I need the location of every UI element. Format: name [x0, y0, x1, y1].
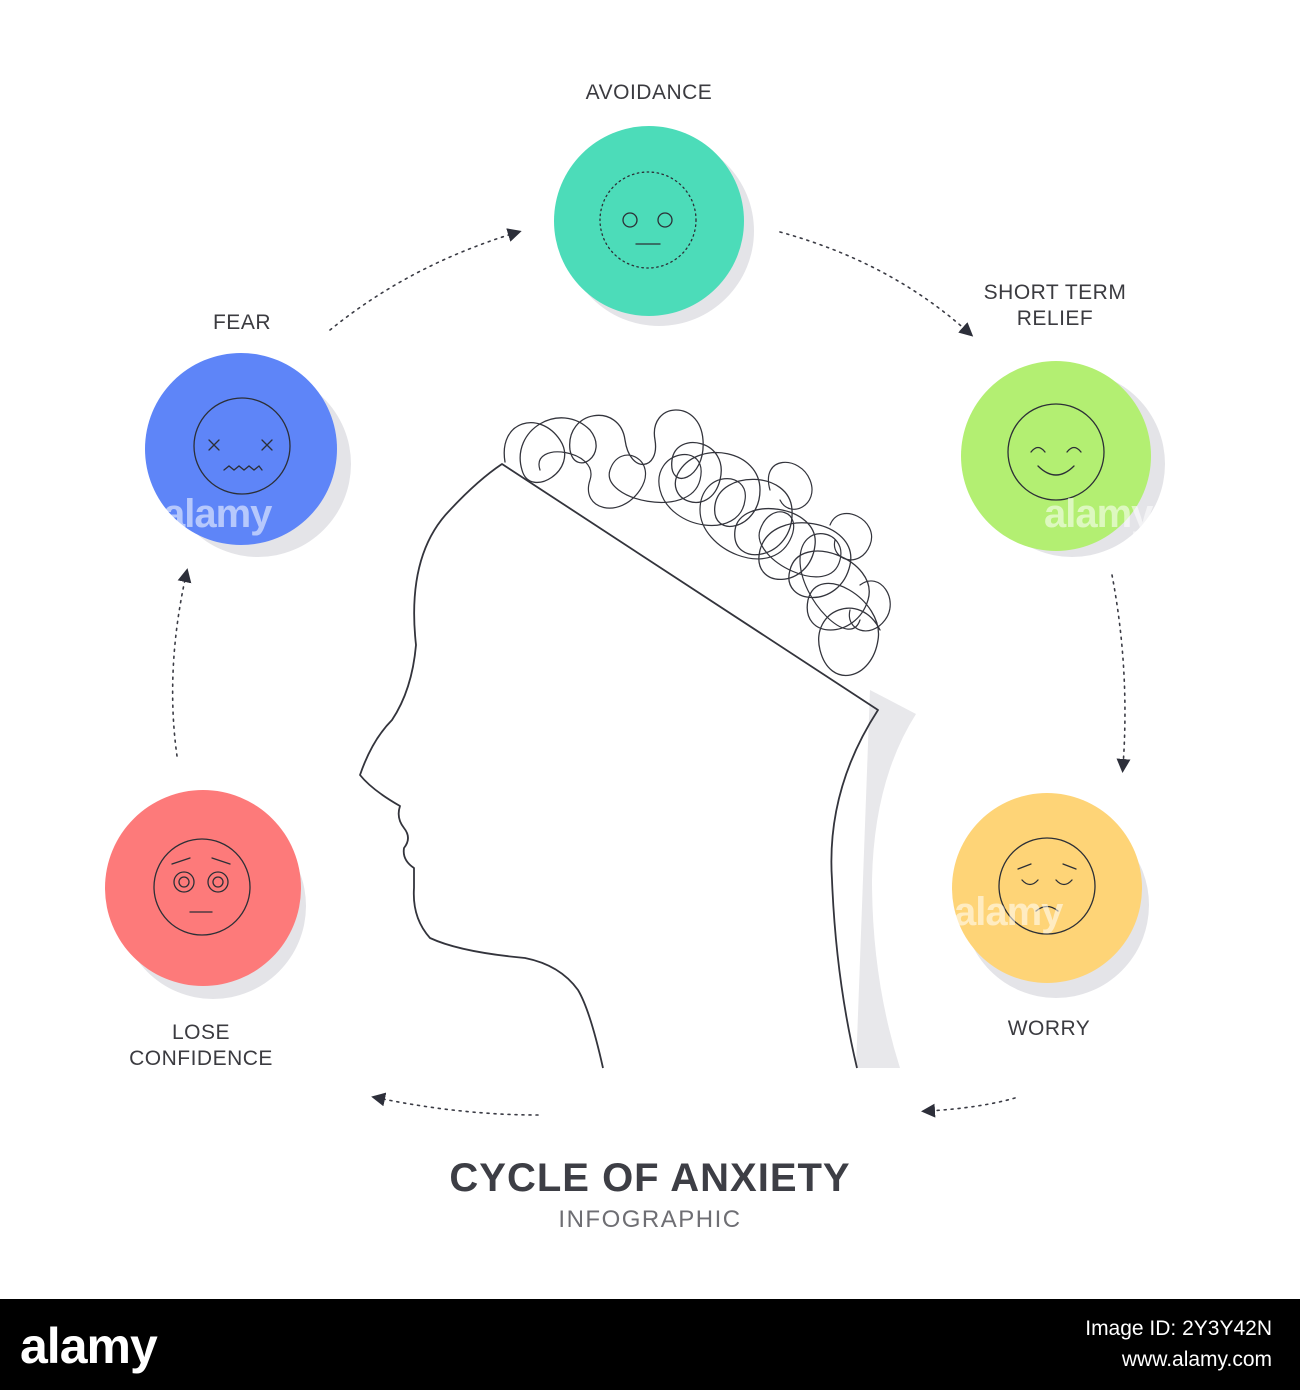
watermark-relief: alamy	[1044, 492, 1153, 536]
page-title: CYCLE OF ANXIETY	[449, 1156, 851, 1200]
brain-tangle	[503, 409, 881, 677]
relief-circle	[961, 361, 1151, 551]
head-profile-tangled-thoughts-icon	[359, 409, 916, 1069]
arrow-avoidance-to-relief	[779, 231, 974, 337]
arrow-relief-to-worry	[1111, 574, 1131, 773]
stage-label-fear: FEAR	[212, 311, 271, 334]
brain-tangle-inner	[538, 451, 861, 630]
stage-label-short-term-relief: SHORT TERM RELIEF	[983, 281, 1127, 330]
footer-image-info: Image ID: 2Y3Y42N www.alamy.com	[1085, 1313, 1272, 1375]
footer-site: www.alamy.com	[1121, 1348, 1272, 1371]
arrow-confidence-to-fear	[171, 568, 192, 757]
watermark-fear: alamy	[163, 492, 272, 536]
confidence-circle	[105, 790, 301, 986]
dizzy-face-icon	[193, 397, 291, 495]
footer-logo: alamy	[20, 1318, 158, 1374]
cycle-diagram	[105, 126, 1165, 1118]
worry-circle	[952, 793, 1142, 983]
stage-circles	[105, 126, 1165, 999]
stage-label-worry: WORRY	[1007, 1017, 1091, 1040]
smiling-face-icon	[1007, 403, 1105, 501]
pleading-face-icon	[153, 838, 251, 936]
brain-tangle-right	[767, 461, 891, 632]
stage-label-avoidance: AVOIDANCE	[585, 81, 713, 104]
arrow-confidence-loop	[371, 1092, 539, 1116]
watermark-worry: alamy	[954, 890, 1063, 934]
page-subtitle: INFOGRAPHIC	[558, 1206, 742, 1233]
arrow-worry-to-confidence	[921, 1097, 1016, 1118]
head-outline	[359, 463, 879, 1069]
arrow-fear-to-avoidance	[329, 228, 522, 331]
cycle-arrows	[171, 228, 1131, 1118]
footer-bar: alamy Image ID: 2Y3Y42N www.alamy.com	[0, 1299, 1300, 1390]
fear-circle	[145, 353, 337, 545]
neutral-face-icon	[599, 171, 697, 269]
avoidance-circle	[554, 126, 744, 316]
footer-image-id: Image ID: 2Y3Y42N	[1085, 1317, 1272, 1340]
stage-label-lose-confidence: LOSE CONFIDENCE	[129, 1021, 273, 1070]
sad-face-icon	[998, 837, 1096, 935]
head-shadow	[856, 690, 916, 1068]
